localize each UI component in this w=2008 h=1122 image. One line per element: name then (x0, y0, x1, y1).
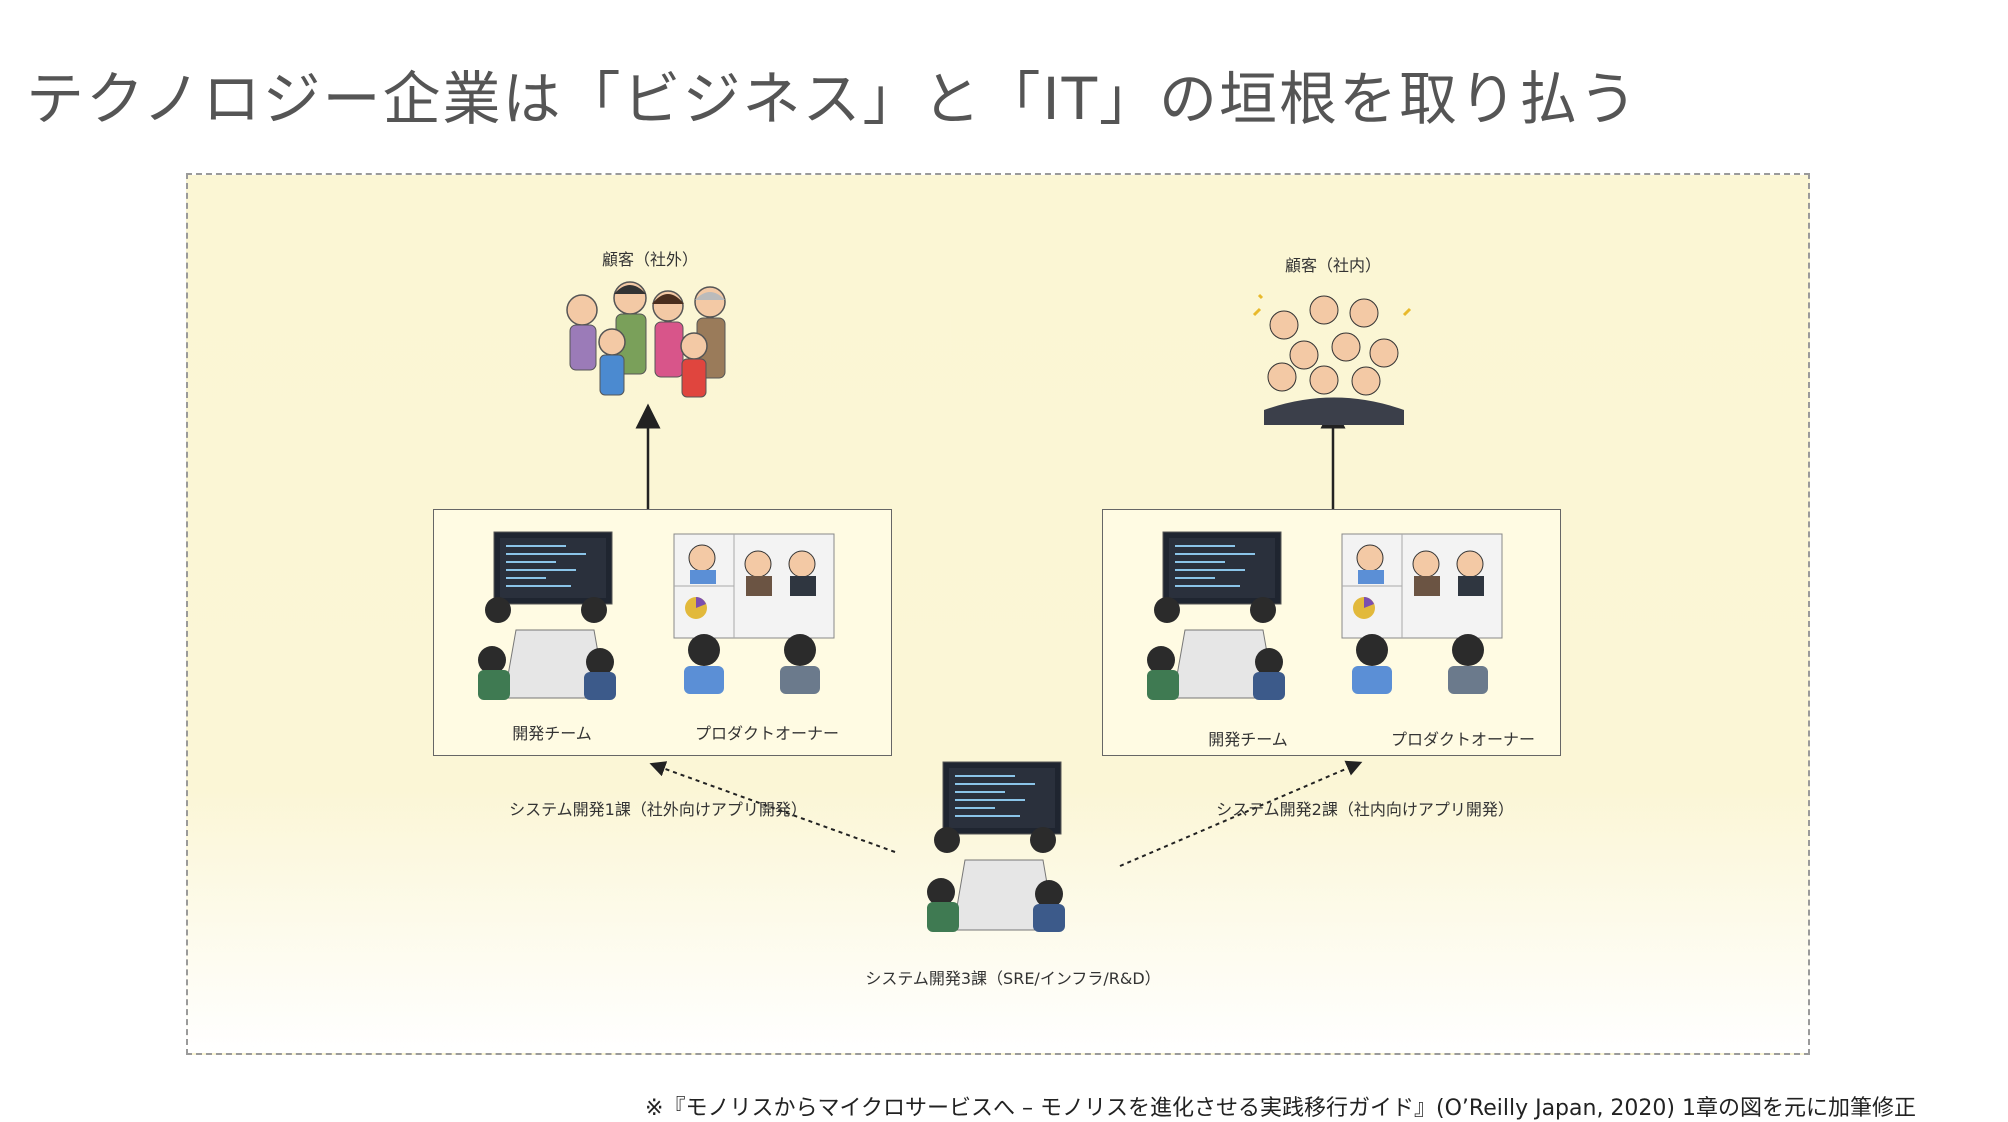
external-customers-illustration (566, 281, 726, 398)
section-2-label: システム開発2課（社内向けアプリ開発） (1216, 800, 1514, 819)
section-1-label: システム開発1課（社外向けアプリ開発） (509, 800, 807, 819)
right-dev-team-illustration (1147, 531, 1285, 700)
external-customer-label: 顧客（社外） (601, 250, 699, 269)
right-support-arrow (1119, 760, 1363, 867)
source-footnote: ※『モノリスからマイクロサービスへ – モノリスを進化させる実践移行ガイド』(O… (645, 1096, 1916, 1121)
internal-customer-label: 顧客（社内） (1284, 256, 1382, 275)
internal-customers-illustration (1252, 293, 1412, 425)
left-support-arrow (649, 761, 896, 853)
sre-team-illustration (927, 761, 1065, 932)
right-dev-team-label: 開発チーム (1208, 730, 1288, 749)
right-product-owner-label: プロダクトオーナー (1390, 730, 1536, 749)
left-product-owner-illustration (673, 533, 835, 694)
left-dev-team-label: 開発チーム (512, 724, 592, 743)
right-product-owner-illustration (1341, 533, 1503, 694)
slide-title: テクノロジー企業は「ビジネス」と「IT」の垣根を取り払う (26, 65, 1640, 133)
left-dev-team-illustration (478, 531, 616, 700)
section-3-label: システム開発3課（SRE/インフラ/R&D） (865, 969, 1161, 988)
left-product-owner-label: プロダクトオーナー (694, 724, 840, 743)
